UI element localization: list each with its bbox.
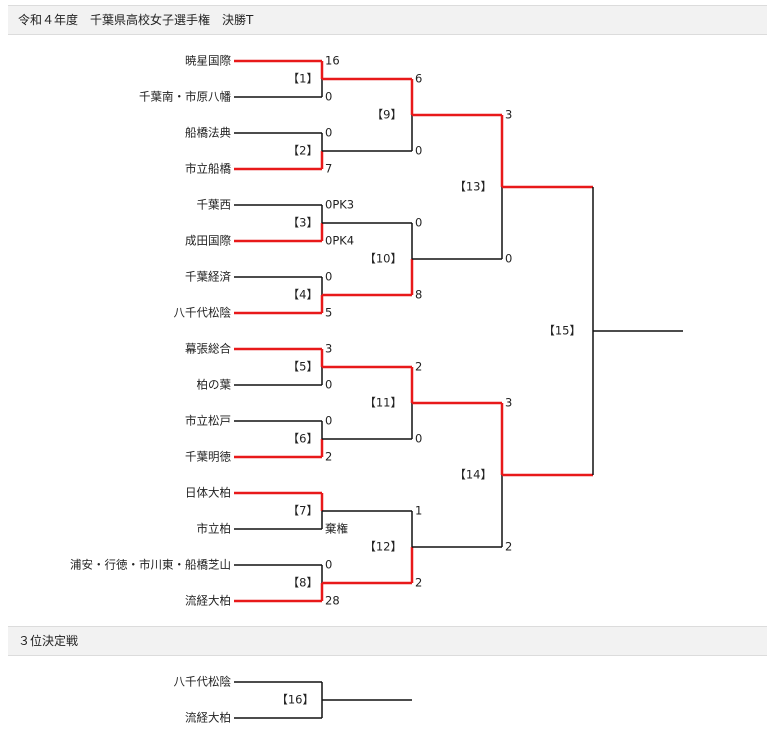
team-name: 船橋法典 bbox=[185, 126, 231, 140]
match-score: 2 bbox=[415, 360, 422, 374]
match-score: 0 bbox=[505, 252, 512, 266]
team-name: 浦安・行徳・市川東・船橋芝山 bbox=[70, 558, 231, 572]
third-place-header: ３位決定戦 bbox=[8, 626, 767, 656]
match-score: 3 bbox=[325, 342, 332, 356]
match-score: 28 bbox=[325, 594, 340, 608]
team-name: 流経大柏 bbox=[185, 711, 231, 725]
match-label: 【11】 bbox=[364, 396, 402, 410]
match-label: 【10】 bbox=[364, 252, 402, 266]
team-name: 千葉南・市原八幡 bbox=[139, 90, 231, 104]
match-score: 0 bbox=[415, 432, 422, 446]
team-name: 日体大柏 bbox=[185, 486, 231, 500]
match-label: 【1】 bbox=[288, 72, 318, 86]
match-score: 0 bbox=[415, 216, 422, 230]
team-name: 市立柏 bbox=[197, 522, 232, 536]
match-label: 【4】 bbox=[288, 288, 318, 302]
match-score: 0PK4 bbox=[325, 234, 354, 248]
team-name: 八千代松陰 bbox=[174, 306, 232, 320]
match-score: 2 bbox=[325, 450, 332, 464]
match-score: 7 bbox=[325, 162, 332, 176]
match-score: 0 bbox=[325, 414, 332, 428]
match-score: 5 bbox=[325, 306, 332, 320]
match-label: 【5】 bbox=[288, 360, 318, 374]
bracket-header: 令和４年度 千葉県高校女子選手権 決勝T bbox=[8, 5, 767, 35]
match-score: 2 bbox=[505, 540, 512, 554]
team-name: 幕張総合 bbox=[185, 342, 231, 356]
team-name: 市立松戸 bbox=[185, 414, 231, 428]
match-label: 【3】 bbox=[288, 216, 318, 230]
match-score: 0PK3 bbox=[325, 198, 354, 212]
team-name: 千葉経済 bbox=[185, 270, 231, 284]
match-score: 2 bbox=[415, 576, 422, 590]
match-score: 8 bbox=[415, 288, 422, 302]
match-label: 【2】 bbox=[288, 144, 318, 158]
team-name: 市立船橋 bbox=[185, 162, 231, 176]
third-place-title: ３位決定戦 bbox=[18, 634, 79, 648]
match-score: 1 bbox=[415, 504, 422, 518]
team-name: 八千代松陰 bbox=[174, 675, 232, 689]
match-label: 【9】 bbox=[372, 108, 402, 122]
match-score: 0 bbox=[325, 558, 332, 572]
match-label: 【16】 bbox=[276, 693, 314, 707]
match-score: 3 bbox=[505, 396, 512, 410]
match-score: 0 bbox=[415, 144, 422, 158]
match-score: 0 bbox=[325, 90, 332, 104]
bracket-title: 令和４年度 千葉県高校女子選手権 決勝T bbox=[18, 13, 254, 27]
match-label: 【15】 bbox=[543, 324, 581, 338]
match-score: 0 bbox=[325, 270, 332, 284]
team-name: 千葉西 bbox=[197, 198, 232, 212]
match-label: 【14】 bbox=[454, 468, 492, 482]
team-name: 千葉明徳 bbox=[185, 450, 231, 464]
match-score: 6 bbox=[415, 72, 422, 86]
match-label: 【13】 bbox=[454, 180, 492, 194]
match-label: 【6】 bbox=[288, 432, 318, 446]
match-label: 【7】 bbox=[288, 504, 318, 518]
match-score: 棄権 bbox=[325, 522, 348, 536]
team-name: 柏の葉 bbox=[197, 378, 232, 392]
match-label: 【12】 bbox=[364, 540, 402, 554]
team-name: 暁星国際 bbox=[185, 54, 231, 68]
match-score: 3 bbox=[505, 108, 512, 122]
match-score: 16 bbox=[325, 54, 340, 68]
match-score: 0 bbox=[325, 378, 332, 392]
match-label: 【8】 bbox=[288, 576, 318, 590]
match-score: 0 bbox=[325, 126, 332, 140]
team-name: 流経大柏 bbox=[185, 594, 231, 608]
team-name: 成田国際 bbox=[185, 234, 231, 248]
